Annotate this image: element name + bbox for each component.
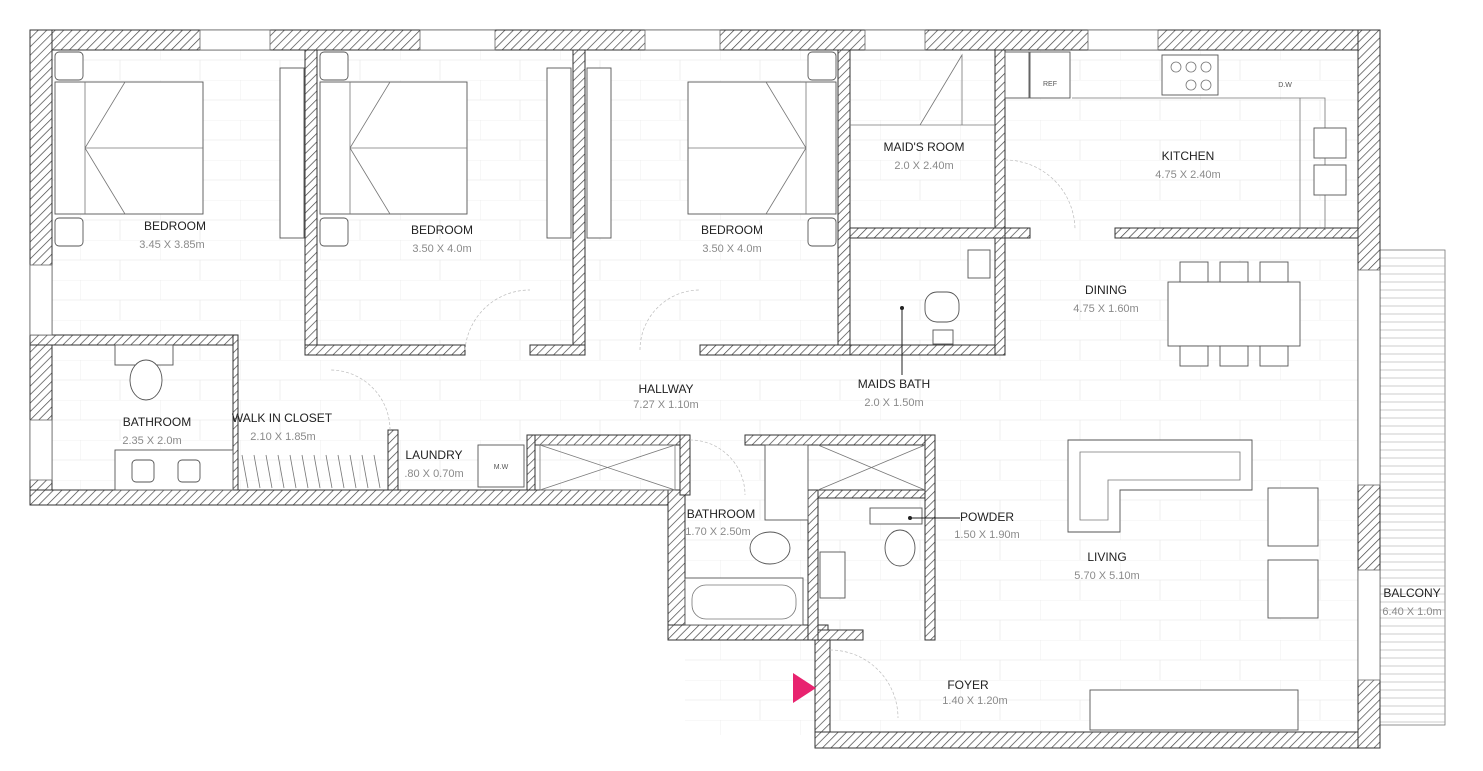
svg-text:4.75 X 1.60m: 4.75 X 1.60m — [1073, 303, 1138, 315]
svg-text:2.35 X 2.0m: 2.35 X 2.0m — [122, 435, 181, 447]
svg-text:7.27 X 1.10m: 7.27 X 1.10m — [633, 399, 698, 411]
closet-hanger — [313, 454, 321, 489]
balcony-deck — [1379, 249, 1446, 726]
svg-text:2.0 X 1.50m: 2.0 X 1.50m — [864, 397, 923, 409]
svg-text:BEDROOM: BEDROOM — [701, 223, 763, 237]
closet-hanger — [289, 454, 297, 489]
closet-hanger — [373, 454, 381, 489]
room-hallway: HALLWAY 7.27 X 1.10m — [633, 382, 698, 411]
closet-hanger — [241, 454, 249, 489]
svg-text:1.50 X 1.90m: 1.50 X 1.90m — [954, 529, 1019, 541]
closet-hanger — [253, 454, 261, 489]
closet-hanger — [301, 454, 309, 489]
room-bedroom-2: BEDROOM 3.50 X 4.0m — [411, 223, 473, 255]
svg-text:WALK IN CLOSET: WALK IN CLOSET — [232, 411, 333, 425]
svg-text:LAUNDRY: LAUNDRY — [405, 448, 462, 462]
room-walk-in-closet: WALK IN CLOSET 2.10 X 1.85m — [232, 411, 333, 443]
svg-text:FOYER: FOYER — [947, 678, 989, 692]
svg-text:2.0 X 2.40m: 2.0 X 2.40m — [894, 160, 953, 172]
furniture: REF D.W M.W — [54, 51, 1347, 731]
svg-text:6.40 X 1.0m: 6.40 X 1.0m — [1382, 606, 1441, 618]
svg-text:MAID'S ROOM: MAID'S ROOM — [884, 140, 965, 154]
svg-text:BEDROOM: BEDROOM — [411, 223, 473, 237]
room-bedroom-1: BEDROOM 3.45 X 3.85m — [139, 219, 206, 251]
room-balcony: BALCONY 6.40 X 1.0m — [1382, 586, 1441, 618]
svg-text:HALLWAY: HALLWAY — [638, 382, 693, 396]
windows — [29, 29, 1381, 681]
room-living: LIVING 5.70 X 5.10m — [1074, 550, 1139, 582]
svg-text:.80 X 0.70m: .80 X 0.70m — [404, 468, 463, 480]
fridge-label: REF — [1043, 81, 1057, 88]
room-kitchen: KITCHEN 4.75 X 2.40m — [1155, 149, 1220, 181]
svg-text:BATHROOM: BATHROOM — [687, 507, 755, 521]
room-laundry: LAUNDRY .80 X 0.70m — [404, 448, 463, 480]
room-bedroom-3: BEDROOM 3.50 X 4.0m — [701, 223, 763, 255]
room-powder: POWDER 1.50 X 1.90m — [954, 510, 1019, 541]
closet-hanger — [361, 454, 369, 489]
svg-text:BEDROOM: BEDROOM — [144, 219, 206, 233]
closet-hanger — [325, 454, 333, 489]
svg-text:3.45 X 3.85m: 3.45 X 3.85m — [139, 239, 204, 251]
closet-hanger — [265, 454, 273, 489]
svg-text:4.75 X 2.40m: 4.75 X 2.40m — [1155, 169, 1220, 181]
svg-text:MAIDS BATH: MAIDS BATH — [858, 377, 930, 391]
dishwasher-label: D.W — [1278, 82, 1292, 89]
svg-text:KITCHEN: KITCHEN — [1162, 149, 1215, 163]
microwave-label: M.W — [494, 464, 509, 471]
svg-text:BATHROOM: BATHROOM — [123, 415, 191, 429]
room-dining: DINING 4.75 X 1.60m — [1073, 283, 1138, 315]
svg-text:1.40 X 1.20m: 1.40 X 1.20m — [942, 695, 1007, 707]
room-maids-room: MAID'S ROOM 2.0 X 2.40m — [884, 140, 965, 172]
closet-hanger — [349, 454, 357, 489]
svg-text:POWDER: POWDER — [960, 510, 1014, 524]
room-foyer: FOYER 1.40 X 1.20m — [942, 678, 1007, 707]
room-bathroom-2: BATHROOM 1.70 X 2.50m — [685, 507, 755, 538]
room-labels: BEDROOM 3.45 X 3.85m BEDROOM 3.50 X 4.0m B… — [122, 140, 1441, 707]
svg-text:5.70 X 5.10m: 5.70 X 5.10m — [1074, 570, 1139, 582]
svg-text:DINING: DINING — [1085, 283, 1127, 297]
room-maids-bath: MAIDS BATH 2.0 X 1.50m — [858, 377, 930, 409]
svg-text:3.50 X 4.0m: 3.50 X 4.0m — [702, 243, 761, 255]
closet-hanger — [277, 454, 285, 489]
svg-text:BALCONY: BALCONY — [1383, 586, 1440, 600]
svg-text:2.10 X 1.85m: 2.10 X 1.85m — [250, 431, 315, 443]
closet-hanger — [337, 454, 345, 489]
entry-marker-icon — [793, 673, 816, 703]
svg-text:LIVING: LIVING — [1087, 550, 1126, 564]
svg-text:3.50 X 4.0m: 3.50 X 4.0m — [412, 243, 471, 255]
room-bathroom-1: BATHROOM 2.35 X 2.0m — [122, 415, 191, 447]
svg-text:1.70 X 2.50m: 1.70 X 2.50m — [685, 526, 750, 538]
